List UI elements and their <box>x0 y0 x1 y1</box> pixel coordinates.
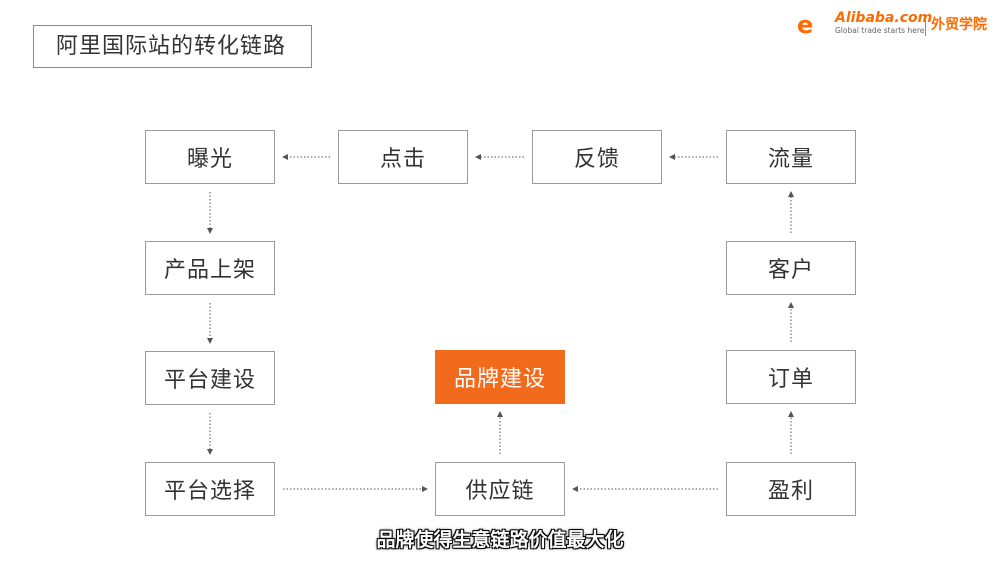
node-platform-construction: 平台建设 <box>145 351 275 405</box>
node-customer: 客户 <box>726 241 856 295</box>
logo-divider <box>925 14 926 36</box>
node-order: 订单 <box>726 350 856 404</box>
slide-title: 阿里国际站的转化链路 <box>33 25 312 68</box>
node-platform-selection: 平台选择 <box>145 462 275 516</box>
alibaba-e-icon: e <box>797 11 814 39</box>
logo-academy-text: 外贸学院 <box>931 17 987 33</box>
logo-brand-text: Alibaba.com <box>835 10 933 26</box>
node-product-listing: 产品上架 <box>145 241 275 295</box>
node-supply-chain: 供应链 <box>435 462 565 516</box>
node-profit: 盈利 <box>726 462 856 516</box>
logo-tagline: Global trade starts here <box>835 26 925 35</box>
video-subtitle: 品牌使得生意链路价值最大化 <box>376 529 624 551</box>
node-brand-construction: 品牌建设 <box>435 350 565 404</box>
node-exposure: 曝光 <box>145 130 275 184</box>
node-click: 点击 <box>338 130 468 184</box>
alibaba-logo: e Alibaba.com Global trade starts here 外… <box>797 10 993 42</box>
node-feedback: 反馈 <box>532 130 662 184</box>
node-traffic: 流量 <box>726 130 856 184</box>
